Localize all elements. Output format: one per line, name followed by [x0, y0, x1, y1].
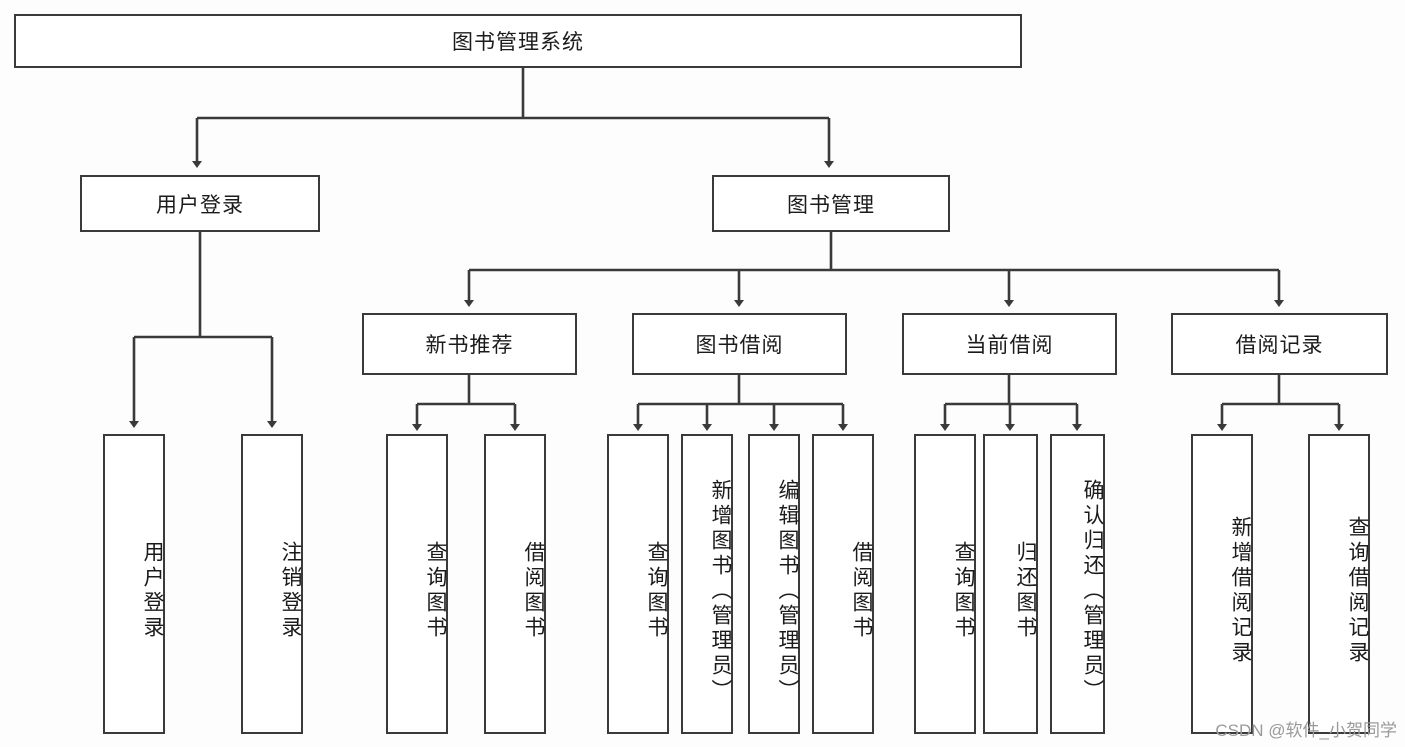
node-current-borrow[interactable]: 当前借阅: [902, 313, 1117, 375]
node-leaf-borrow-book-2[interactable]: 借阅图书: [812, 434, 874, 734]
node-leaf-add-book-admin[interactable]: 新增图书（管理员）: [681, 434, 733, 734]
node-root[interactable]: 图书管理系统: [14, 14, 1022, 68]
node-leaf-query-book-1-label: 查询图书: [424, 541, 447, 641]
node-leaf-add-borrow-record[interactable]: 新增借阅记录: [1191, 434, 1253, 734]
node-leaf-logout-login[interactable]: 注销登录: [241, 434, 303, 734]
node-leaf-return-book[interactable]: 归还图书: [983, 434, 1038, 734]
node-leaf-borrow-book-2-label: 借阅图书: [850, 541, 873, 641]
node-borrow-record[interactable]: 借阅记录: [1171, 313, 1388, 375]
node-user-login-label: 用户登录: [156, 193, 244, 217]
node-leaf-user-login-label: 用户登录: [141, 541, 164, 641]
node-leaf-edit-book-admin[interactable]: 编辑图书（管理员）: [748, 434, 800, 734]
node-leaf-logout-login-label: 注销登录: [279, 541, 302, 641]
node-book-manage-label: 图书管理: [787, 193, 875, 217]
node-book-borrow-label: 图书借阅: [695, 334, 784, 357]
node-leaf-query-book-3[interactable]: 查询图书: [914, 434, 976, 734]
node-leaf-borrow-book-1-label: 借阅图书: [522, 541, 545, 641]
node-book-manage[interactable]: 图书管理: [712, 175, 950, 232]
node-leaf-query-borrow-record[interactable]: 查询借阅记录: [1308, 434, 1370, 734]
node-leaf-query-book-3-label: 查询图书: [952, 541, 975, 641]
node-leaf-add-borrow-record-label: 新增借阅记录: [1229, 516, 1252, 666]
node-leaf-borrow-book-1[interactable]: 借阅图书: [484, 434, 546, 734]
node-leaf-user-login[interactable]: 用户登录: [103, 434, 165, 734]
watermark: CSDN @软件_小贺同学: [1215, 721, 1397, 740]
node-leaf-confirm-return-admin[interactable]: 确认归还（管理员）: [1050, 434, 1105, 734]
node-leaf-return-book-label: 归还图书: [1014, 541, 1037, 641]
node-leaf-edit-book-admin-label: 编辑图书（管理员）: [776, 478, 799, 704]
node-leaf-query-borrow-record-label: 查询借阅记录: [1346, 516, 1369, 666]
node-root-label: 图书管理系统: [452, 31, 584, 54]
node-borrow-record-label: 借阅记录: [1235, 334, 1324, 357]
node-current-borrow-label: 当前借阅: [965, 334, 1054, 357]
node-leaf-query-book-2-label: 查询图书: [645, 541, 668, 641]
node-book-borrow[interactable]: 图书借阅: [632, 313, 847, 375]
node-leaf-query-book-2[interactable]: 查询图书: [607, 434, 669, 734]
node-new-book-recommend-label: 新书推荐: [425, 334, 514, 357]
node-leaf-query-book-1[interactable]: 查询图书: [386, 434, 448, 734]
node-leaf-add-book-admin-label: 新增图书（管理员）: [709, 478, 732, 704]
node-new-book-recommend[interactable]: 新书推荐: [362, 313, 577, 375]
node-user-login[interactable]: 用户登录: [80, 175, 320, 232]
node-leaf-confirm-return-admin-label: 确认归还（管理员）: [1081, 478, 1104, 704]
